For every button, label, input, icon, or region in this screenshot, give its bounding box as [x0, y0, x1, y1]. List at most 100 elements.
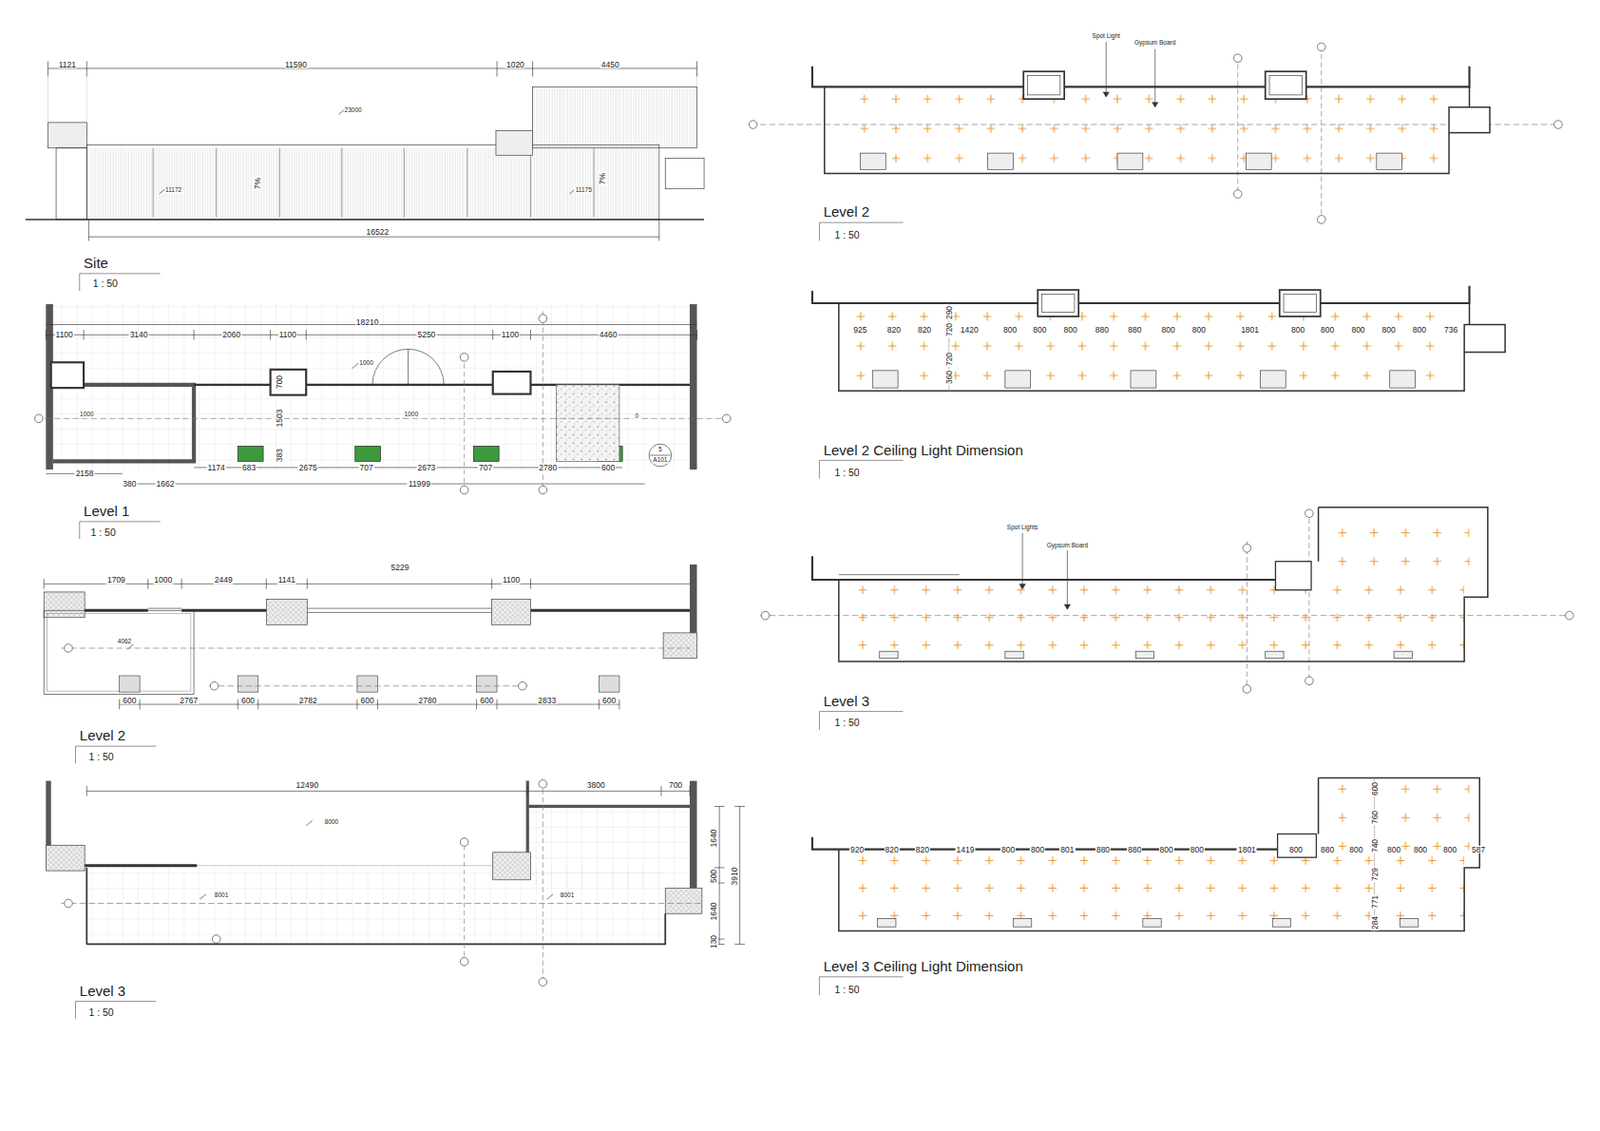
annotation-text: 8001: [559, 892, 575, 899]
dimension-text: 700: [667, 780, 684, 790]
view-title: Level 2 Ceiling Light Dimension: [823, 441, 1024, 457]
annotation-text: 8001: [213, 892, 229, 899]
dimension-text: 383: [275, 447, 285, 463]
dimension-text: 600: [121, 696, 137, 705]
dimension-text: 1000: [152, 575, 173, 585]
dimension-text: 683: [241, 463, 257, 473]
annotation-text: 1000: [78, 411, 95, 419]
dimension-text: 5229: [390, 563, 411, 572]
dimension-text: 5250: [416, 330, 437, 340]
dimension-text: 720: [945, 351, 954, 367]
dimension-text: 2782: [298, 696, 319, 705]
dimension-text: 800: [1002, 325, 1018, 335]
dimension-text: 600: [601, 696, 617, 705]
dimension-text: 11590: [284, 59, 308, 69]
dimension-text: 1174: [207, 463, 227, 473]
annotation-text: 11175: [574, 187, 593, 194]
dimension-text: 7%: [252, 176, 262, 191]
annotation-text: Gypsum Board: [1046, 541, 1089, 549]
dimension-text: 130: [708, 933, 718, 950]
scale-text: 1 : 50: [833, 229, 860, 241]
dimension-text: 290: [945, 304, 954, 321]
dimension-text: 2767: [178, 696, 199, 705]
dimension-text: 801: [1059, 844, 1075, 854]
dimension-text: 800: [1288, 844, 1304, 854]
dimension-text: 1020: [505, 59, 526, 69]
dimension-text: 1801: [1239, 325, 1260, 335]
dimension-text: 820: [916, 325, 933, 335]
dimension-text: 800: [1189, 844, 1205, 854]
dimension-text: 500: [708, 867, 718, 883]
dimension-text: 707: [477, 463, 494, 473]
dimension-text: 3800: [586, 780, 607, 790]
site-elevation: [25, 60, 705, 241]
level-2-ceiling: [748, 41, 1562, 224]
dimension-text: 2780: [418, 696, 439, 705]
dimension-text: 800: [1031, 325, 1048, 335]
dimension-text: 600: [600, 463, 616, 473]
level-2-ceiling-dimension: [812, 285, 1505, 392]
annotation-text: Spot Light: [1091, 32, 1122, 39]
view-title: Level 1: [83, 503, 130, 518]
dimension-text: 380: [121, 479, 137, 489]
annotation-text: Spot Lights: [1006, 524, 1040, 532]
annotation-text: Gypsum Board: [1133, 39, 1177, 47]
annotation-text: 23000: [343, 107, 363, 115]
dimension-text: 1801: [1237, 844, 1258, 854]
dimension-text: 2780: [537, 463, 558, 473]
annotation-text: 1000: [358, 360, 374, 367]
dimension-text: 820: [886, 325, 902, 335]
dimension-text: 1419: [955, 844, 976, 854]
scale-text: 1 : 50: [833, 467, 860, 478]
dimension-text: 600: [478, 696, 495, 705]
dimension-text: 800: [1161, 325, 1177, 335]
scale-text: 1 : 50: [833, 983, 860, 994]
scale-text: 1 : 50: [87, 1007, 115, 1018]
annotation-text: 0: [633, 413, 640, 420]
annotation-text: A101: [651, 457, 668, 464]
dimension-text: 880: [1319, 844, 1335, 854]
dimension-text: 800: [1411, 325, 1428, 335]
dimension-text: 740: [1370, 838, 1379, 854]
dimension-text: 800: [1442, 844, 1458, 854]
dimension-text: 880: [1095, 844, 1111, 854]
dimension-text: 707: [359, 463, 375, 473]
scale-text: 1 : 50: [92, 277, 119, 288]
dimension-text: 3140: [129, 330, 150, 340]
level-3-plan: [45, 780, 745, 987]
dimension-text: 925: [852, 325, 868, 335]
level-3-ceiling-dimension: [812, 777, 1480, 931]
dimension-text: 800: [1063, 325, 1079, 335]
annotation-text: 1000: [403, 411, 420, 419]
dimension-text: 1503: [275, 408, 285, 429]
annotation-text: 8000: [323, 818, 340, 825]
dimension-text: 800: [1319, 325, 1335, 335]
level-3-ceiling: [760, 507, 1574, 695]
view-title: Level 2: [823, 204, 870, 219]
level-2-plan: [43, 564, 697, 710]
level-1-plan: [35, 304, 731, 495]
dimension-text: 700: [275, 374, 285, 390]
dimension-text: 2060: [221, 330, 242, 340]
dimension-text: 1100: [500, 330, 520, 340]
dimension-text: 16522: [365, 228, 391, 237]
view-title-underlines: [75, 222, 903, 1019]
dimension-text: 2833: [536, 696, 557, 705]
dimension-text: 729: [1370, 866, 1379, 882]
dimension-text: 736: [1443, 325, 1459, 335]
scale-text: 1 : 50: [833, 717, 860, 728]
dimension-text: 1121: [57, 59, 77, 69]
dimension-text: 600: [240, 696, 256, 705]
dimension-text: 600: [1370, 780, 1379, 797]
scale-text: 1 : 50: [90, 526, 117, 537]
dimension-text: 2449: [213, 575, 234, 585]
dimension-text: 1141: [277, 575, 297, 585]
dimension-text: 800: [1386, 844, 1402, 854]
dimension-text: 1100: [278, 330, 298, 340]
dimension-text: 820: [884, 844, 900, 854]
dimension-text: 1662: [155, 479, 176, 489]
dimension-text: 2158: [75, 469, 96, 478]
dimension-text: 800: [1159, 844, 1175, 854]
dimension-text: 1100: [501, 575, 521, 585]
